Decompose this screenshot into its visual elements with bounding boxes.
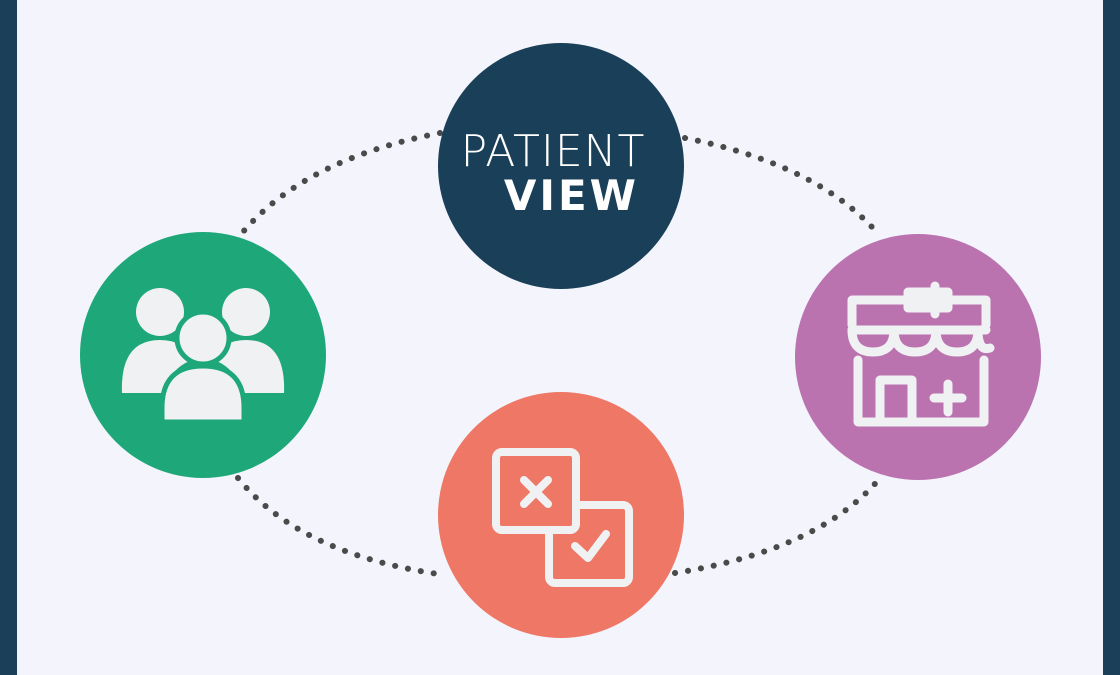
logo-line1: PATIENT	[461, 126, 646, 177]
patient-view-circle	[438, 43, 684, 289]
connector-bottom-left	[235, 475, 448, 578]
node-community	[80, 232, 326, 478]
tick-icon	[571, 530, 610, 562]
node-pharmacy	[795, 234, 1041, 480]
cross-icon	[520, 476, 552, 508]
pharmacy-storefront-icon	[847, 281, 995, 427]
people-group-icon	[121, 288, 285, 425]
connector-top-right	[682, 135, 883, 239]
connector-top-left	[235, 130, 443, 241]
node-patient-view: PATIENT VIEW	[438, 43, 684, 289]
diagram-canvas: PATIENT VIEW	[17, 0, 1103, 675]
checkbox-cross-tick-icon	[492, 448, 633, 587]
node-decision	[438, 392, 684, 638]
connector-bottom-right	[672, 475, 883, 576]
pharmacy-circle	[795, 234, 1041, 480]
logo-line2: VIEW	[504, 171, 639, 220]
